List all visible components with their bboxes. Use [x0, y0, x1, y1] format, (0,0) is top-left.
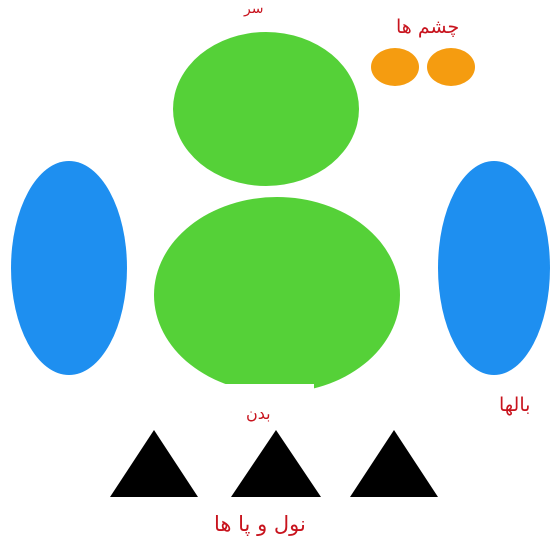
beak-and-feet-label: نول و پا ها [214, 514, 306, 535]
left-triangle-shape [110, 430, 198, 497]
left-eye-shape [371, 48, 419, 86]
right-eye-shape [427, 48, 475, 86]
head-label: سر [244, 2, 263, 16]
head-shape [173, 32, 359, 186]
right-triangle-shape [350, 430, 438, 497]
eyes-label: چشم ها [396, 18, 459, 37]
wings-label: بالها [499, 396, 530, 415]
right-wing-shape [438, 161, 550, 375]
middle-triangle-shape [231, 430, 321, 497]
body-shape [154, 197, 400, 393]
left-wing-shape [11, 161, 127, 375]
body-label: بدن [246, 406, 271, 422]
